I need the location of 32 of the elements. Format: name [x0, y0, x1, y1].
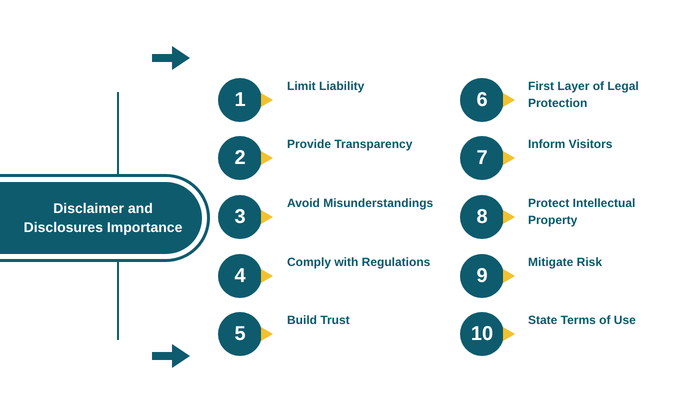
item-label: State Terms of Use [528, 312, 637, 329]
item-label: Provide Transparency [287, 136, 414, 153]
item-label: Limit Liability [287, 78, 366, 95]
item-label: Protect Intellectual Property [528, 195, 636, 230]
step-number: 10 [470, 322, 494, 346]
item-label: First Layer of Legal Protection [528, 78, 640, 112]
step-number: 3 [234, 206, 246, 228]
pill-title: Disclaimer and Disclosures Importance [22, 199, 184, 237]
number-circle [218, 78, 262, 122]
number-circle [460, 136, 504, 180]
step-number: 6 [476, 88, 488, 112]
number-circle [460, 195, 504, 239]
item-label: Avoid Misunderstandings [287, 195, 434, 212]
step-number: 7 [476, 146, 488, 170]
number-circle [460, 254, 504, 298]
step-number: 8 [476, 206, 488, 228]
step-number: 2 [234, 146, 246, 170]
number-circle [460, 312, 504, 356]
title-pill [0, 182, 202, 254]
item-label: Inform Visitors [528, 136, 614, 153]
step-number: 4 [234, 264, 246, 288]
item-label: Mitigate Risk [528, 254, 604, 271]
step-number: 5 [234, 322, 246, 346]
number-circle [460, 78, 504, 122]
step-number: 1 [234, 88, 246, 112]
item-label: Build Trust [287, 312, 351, 329]
number-circle [218, 312, 262, 356]
item-label: Comply with Regulations [287, 254, 432, 271]
number-circle [218, 136, 262, 180]
number-circle [218, 195, 262, 239]
step-number: 9 [476, 264, 488, 288]
number-circle [218, 254, 262, 298]
